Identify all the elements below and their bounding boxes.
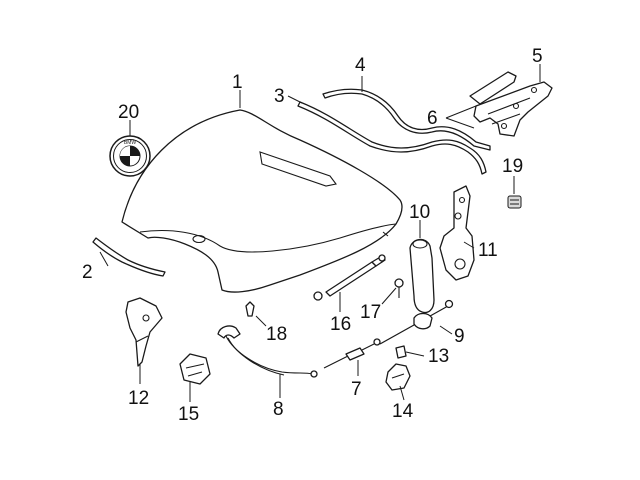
callout-10: 10 [409,202,430,223]
clip-18 [245,301,255,317]
cable-connector [323,338,381,369]
callout-6: 6 [427,108,438,129]
callout-18: 18 [266,324,287,345]
hood-hinge [469,71,553,137]
callout-8: 8 [273,399,284,420]
callout-2: 2 [82,262,93,283]
hood-vent [259,151,337,187]
callout-1: 1 [232,72,243,93]
rear-seal-strip [297,101,487,175]
callout-13: 13 [428,346,449,367]
clip-19 [507,195,522,209]
hood-latch [179,353,211,385]
gas-strut [313,254,386,301]
screw-17 [394,278,404,298]
hood-support-arm [409,238,435,314]
callout-15: 15 [178,404,199,425]
callout-7: 7 [351,379,362,400]
callout-4: 4 [355,55,366,76]
callout-3: 3 [274,86,285,107]
callouts: 1 2 3 4 5 6 7 8 9 10 11 12 13 14 15 16 1… [82,46,543,425]
release-cable [217,325,318,378]
leader-lines [99,64,541,402]
bracket-13 [395,345,407,359]
release-rod [379,299,454,345]
top-seal-strip [322,88,491,151]
callout-17: 17 [360,302,381,323]
latch-handle [385,363,411,391]
callout-19: 19 [502,156,523,177]
hood-front-seal [92,237,166,277]
bmw-emblem: BMW [109,135,151,177]
latch-bracket [125,297,163,367]
hood [121,109,403,293]
callout-9: 9 [454,326,465,347]
callout-16: 16 [330,314,351,335]
callout-12: 12 [128,388,149,409]
emblem-lettering: BMW [124,140,137,146]
hinge-bracket [439,185,475,281]
hood-emblem-mount [192,234,206,244]
callout-11: 11 [478,240,498,261]
callout-20: 20 [118,102,139,123]
callout-14: 14 [392,401,414,422]
callout-5: 5 [532,46,543,67]
